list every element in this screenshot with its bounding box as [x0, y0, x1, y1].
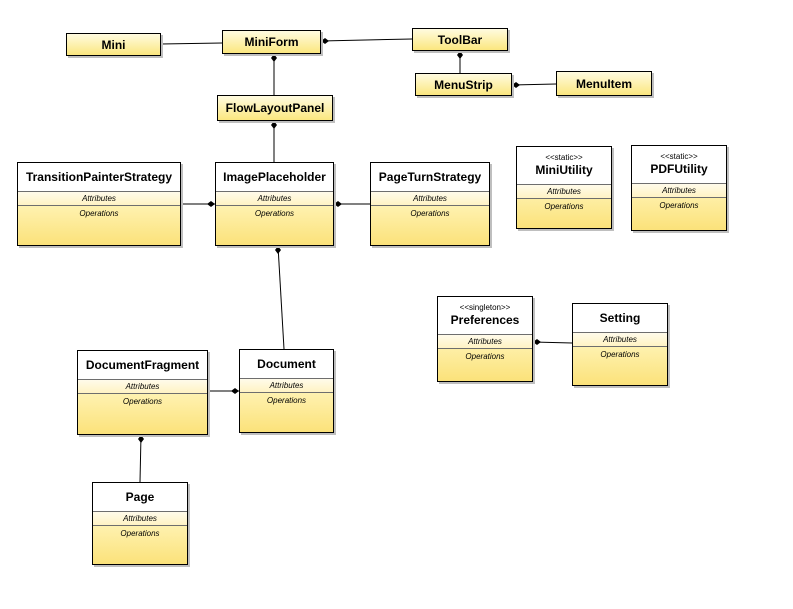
- operations-compartment: Operations: [266, 396, 307, 405]
- composition-diamond: [271, 121, 277, 129]
- class-menustrip[interactable]: MenuStrip: [415, 73, 512, 96]
- class-name: DocumentFragment: [85, 357, 200, 372]
- attributes-compartment: Attributes: [632, 184, 726, 198]
- class-name: Mini: [101, 37, 126, 52]
- stereotype-label: <<static>>: [545, 153, 583, 162]
- association-mini-miniform: [160, 42, 223, 45]
- operations-compartment: Operations: [254, 209, 295, 218]
- class-header: PageTurnStrategy: [371, 163, 489, 192]
- class-header: <<singleton>> Preferences: [438, 297, 532, 335]
- class-header: DocumentFragment: [78, 351, 207, 380]
- class-document[interactable]: Document Attributes Operations: [239, 349, 334, 433]
- class-name: Document: [257, 356, 316, 371]
- class-preferences[interactable]: <<singleton>> Preferences Attributes Ope…: [437, 296, 533, 382]
- class-header: Document: [240, 350, 333, 379]
- class-name: ToolBar: [437, 32, 483, 47]
- operations-compartment: Operations: [79, 209, 119, 218]
- composition-diamond: [271, 54, 277, 62]
- class-miniutility[interactable]: <<static>> MiniUtility Attributes Operat…: [516, 146, 612, 229]
- attributes-compartment: Attributes: [18, 192, 180, 206]
- class-name: Page: [125, 489, 155, 504]
- composition-diamond: [512, 82, 520, 88]
- class-name: MenuStrip: [434, 77, 493, 92]
- composition-imageplaceholder-document: [277, 245, 285, 350]
- attributes-compartment: Attributes: [240, 379, 333, 393]
- composition-diamond: [334, 201, 342, 207]
- composition-diamond: [138, 435, 144, 443]
- composition-diamond: [275, 246, 281, 254]
- class-name: FlowLayoutPanel: [225, 101, 325, 115]
- class-menuitem[interactable]: MenuItem: [556, 71, 652, 96]
- class-name: PDFUtility: [650, 162, 708, 176]
- class-mini[interactable]: Mini: [66, 33, 161, 56]
- class-name: MiniForm: [244, 35, 299, 49]
- operations-compartment: Operations: [465, 352, 505, 361]
- operations-compartment: Operations: [120, 529, 160, 538]
- attributes-compartment: Attributes: [371, 192, 489, 206]
- class-header: <<static>> PDFUtility: [632, 146, 726, 184]
- class-imageplaceholder[interactable]: ImagePlaceholder Attributes Operations: [215, 162, 334, 246]
- operations-compartment: Operations: [122, 397, 163, 406]
- class-header: Setting: [573, 304, 667, 333]
- attributes-compartment: Attributes: [573, 333, 667, 347]
- class-header: Page: [93, 483, 187, 512]
- class-setting[interactable]: Setting Attributes Operations: [572, 303, 668, 386]
- stereotype-label: <<static>>: [660, 152, 698, 161]
- composition-diamond: [231, 388, 239, 394]
- composition-miniform-toolbar: [320, 38, 413, 42]
- class-transitionpainterstrategy[interactable]: TransitionPainterStrategy Attributes Ope…: [17, 162, 181, 246]
- class-flowlayoutpanel[interactable]: FlowLayoutPanel: [217, 95, 333, 121]
- composition-menustrip-menuitem: [511, 83, 557, 86]
- composition-diamond: [321, 38, 329, 44]
- class-name: MiniUtility: [535, 163, 593, 177]
- composition-diamond: [457, 51, 463, 59]
- stereotype-label: <<singleton>>: [459, 303, 511, 312]
- class-name: TransitionPainterStrategy: [25, 169, 173, 184]
- composition-documentfragment-page: [139, 434, 142, 483]
- class-name: MenuItem: [575, 76, 632, 91]
- class-toolbar[interactable]: ToolBar: [412, 28, 508, 51]
- class-name: Setting: [599, 310, 641, 325]
- class-page[interactable]: Page Attributes Operations: [92, 482, 188, 565]
- operations-compartment: Operations: [410, 209, 450, 218]
- class-pdfutility[interactable]: <<static>> PDFUtility Attributes Operati…: [631, 145, 727, 231]
- class-name: ImagePlaceholder: [223, 169, 326, 184]
- composition-preferences-setting: [532, 341, 573, 344]
- attributes-compartment: Attributes: [438, 335, 532, 349]
- class-header: <<static>> MiniUtility: [517, 147, 611, 185]
- class-name: Preferences: [450, 313, 520, 327]
- composition-diamond: [207, 201, 215, 207]
- attributes-compartment: Attributes: [78, 380, 207, 394]
- operations-compartment: Operations: [544, 202, 584, 211]
- operations-compartment: Operations: [659, 201, 699, 210]
- attributes-compartment: Attributes: [93, 512, 187, 526]
- class-name: PageTurnStrategy: [378, 169, 482, 184]
- class-documentfragment[interactable]: DocumentFragment Attributes Operations: [77, 350, 208, 435]
- attributes-compartment: Attributes: [216, 192, 333, 206]
- class-header: TransitionPainterStrategy: [18, 163, 180, 192]
- operations-compartment: Operations: [600, 350, 640, 359]
- class-pageturnstrategy[interactable]: PageTurnStrategy Attributes Operations: [370, 162, 490, 246]
- class-header: ImagePlaceholder: [216, 163, 333, 192]
- composition-diamond: [533, 339, 541, 345]
- attributes-compartment: Attributes: [517, 185, 611, 199]
- class-miniform[interactable]: MiniForm: [222, 30, 321, 54]
